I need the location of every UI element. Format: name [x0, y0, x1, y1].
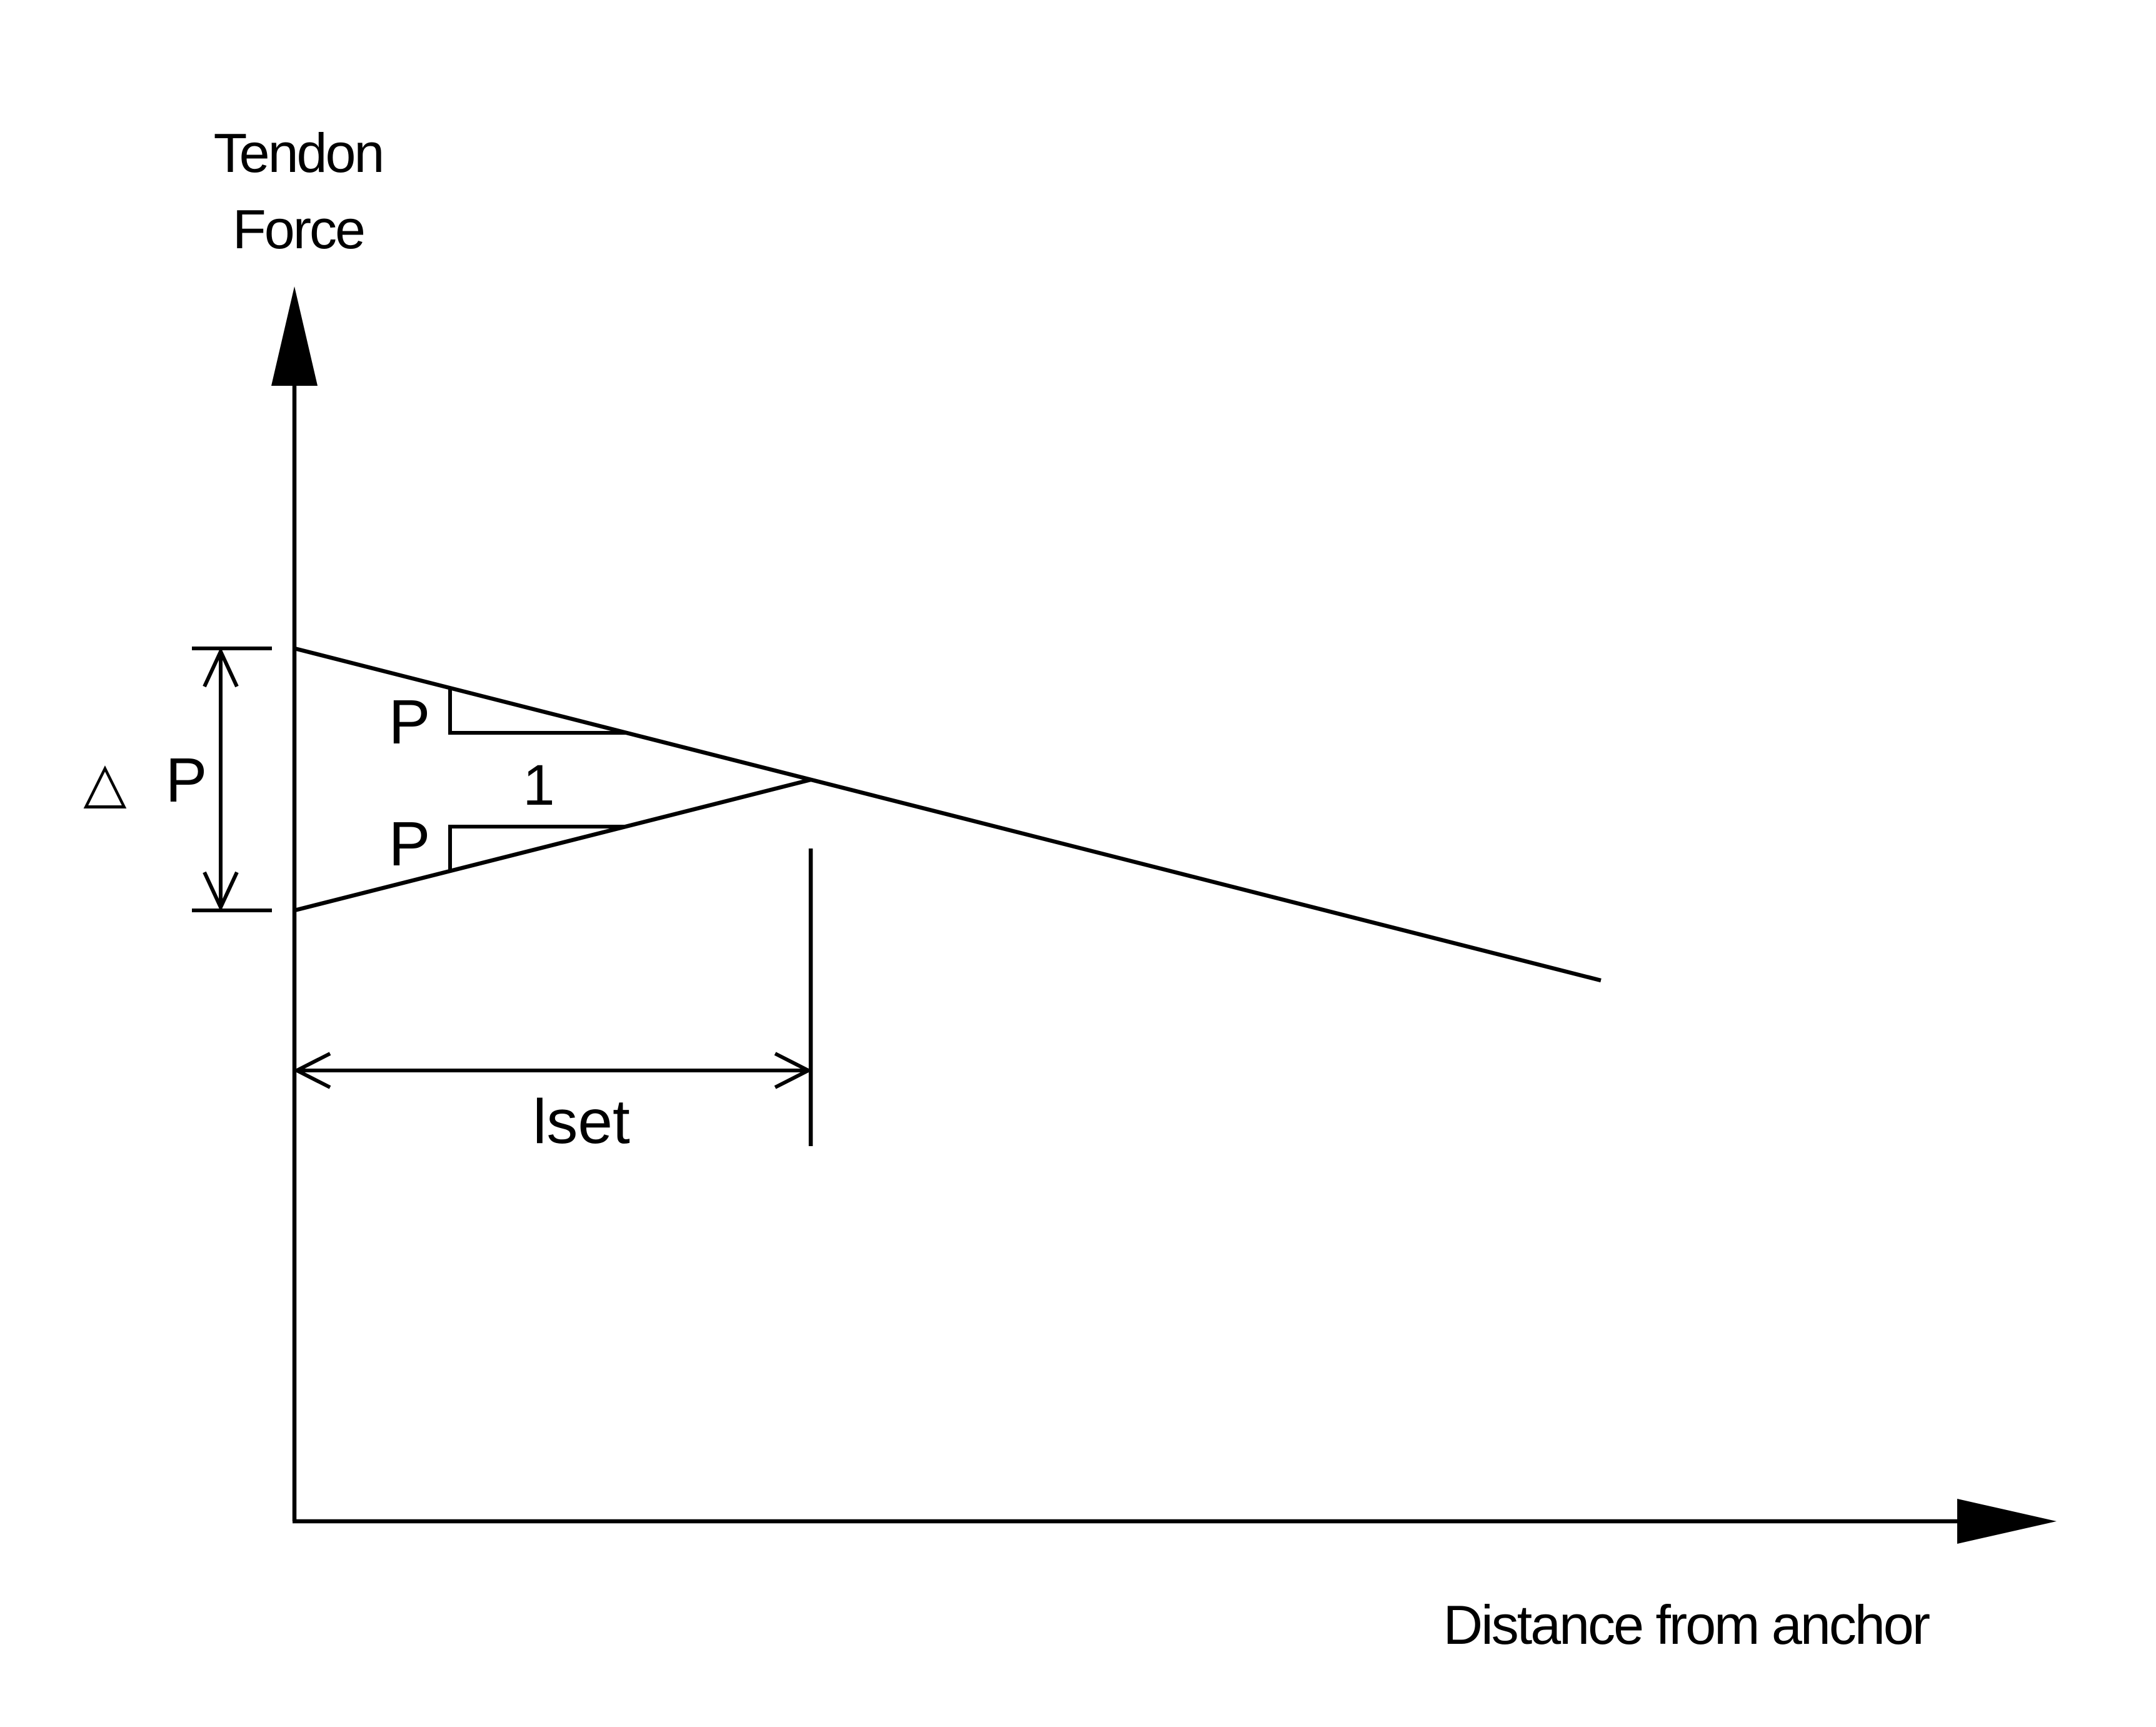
delta-p-arrow-down [203, 871, 239, 912]
force-after-slip-line [294, 777, 811, 913]
slope-run-label: 1 [523, 753, 554, 817]
lower-slope-triangle [448, 825, 626, 871]
delta-p-label: P [166, 745, 208, 815]
lset-arrow-left [293, 1052, 331, 1089]
upper-slope-label: P [389, 687, 431, 757]
x-axis [293, 1499, 2057, 1544]
lset-dimension [293, 848, 813, 1146]
upper-slope-triangle [448, 688, 626, 735]
y-axis-title-line1: Tendon [214, 122, 383, 184]
delta-p-dimension [192, 647, 272, 912]
lset-label: lset [533, 1087, 630, 1157]
y-axis [271, 286, 318, 1521]
delta-p-arrow-up [203, 647, 239, 688]
lower-slope-label: P [389, 809, 431, 879]
y-axis-title-line2: Force [233, 198, 364, 260]
lset-arrow-right [774, 1052, 813, 1089]
x-axis-title: Distance from anchor [1443, 1594, 1930, 1656]
x-axis-arrowhead [1957, 1499, 2057, 1544]
delta-symbol: △ [83, 750, 126, 815]
y-axis-arrowhead [271, 286, 318, 386]
initial-force-line [294, 646, 1602, 983]
